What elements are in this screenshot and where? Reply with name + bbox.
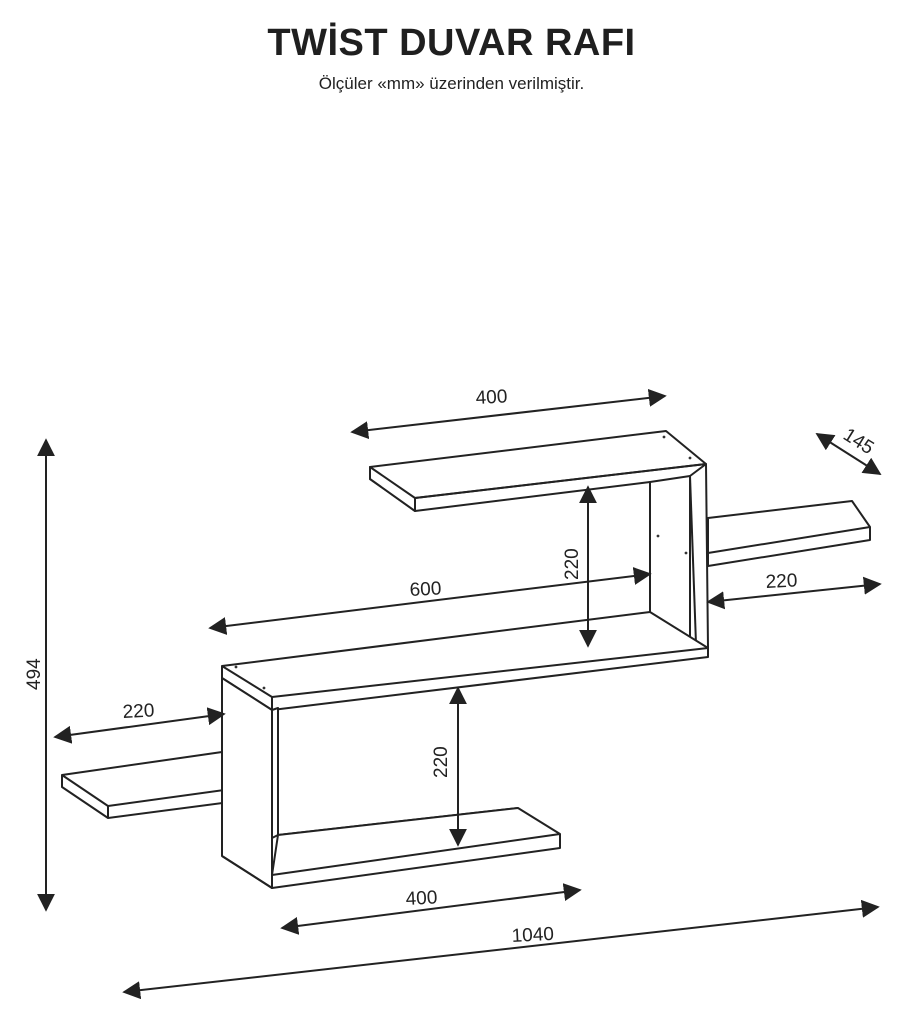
- dim-label-depth: 145: [839, 424, 877, 459]
- dim-label-right-extension: 220: [765, 570, 798, 593]
- screw-dot: [684, 551, 688, 555]
- dim-label-upper-gap: 220: [562, 548, 583, 580]
- screw-dot: [262, 686, 266, 690]
- top-shelf: [369, 430, 707, 512]
- dim-label-middle-shelf: 600: [409, 578, 442, 601]
- right-extension-shelf: [707, 500, 871, 567]
- dim-label-left-extension: 220: [122, 700, 155, 723]
- screw-dot: [234, 665, 238, 669]
- page-title: TWİST DUVAR RAFI: [267, 22, 636, 64]
- dim-label-total-width: 1040: [511, 924, 554, 947]
- dim-label-bottom-shelf: 400: [405, 887, 438, 910]
- upper-box: [649, 463, 709, 649]
- bottom-shelf: [221, 807, 561, 889]
- dim-label-total-height: 494: [24, 658, 45, 690]
- dim-arrow-top-shelf: [350, 388, 667, 440]
- dim-arrow-middle-shelf: [208, 567, 652, 635]
- lower-box: [221, 677, 519, 889]
- screw-dot: [688, 456, 692, 460]
- dim-arrow-left-extension: [53, 707, 226, 744]
- dim-label-top-shelf: 400: [475, 386, 508, 409]
- dim-arrow-total-width: [122, 899, 880, 1000]
- dim-arrow-right-extension: [706, 576, 882, 610]
- screw-dot: [662, 435, 666, 439]
- page-subtitle: Ölçüler «mm» üzerinden verilmiştir.: [318, 74, 585, 93]
- screw-dot: [656, 534, 660, 538]
- dim-arrow-depth: [815, 433, 882, 475]
- dim-label-lower-gap: 220: [431, 746, 452, 778]
- middle-shelf: [221, 611, 709, 711]
